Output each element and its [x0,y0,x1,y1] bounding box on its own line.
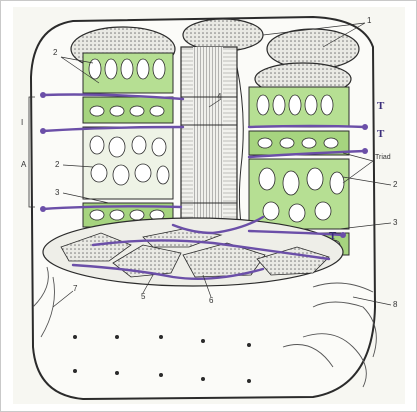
label-3-right: 3 [393,218,398,227]
label-2-top: 2 [53,48,58,57]
label-2-left: 2 [55,160,60,169]
bracket-label-a: A [21,160,27,169]
label-t-lower: T [329,230,337,242]
label-5: 5 [141,292,146,301]
label-t-middle: T [377,128,385,140]
label-2-right: 2 [393,180,398,189]
muscle-fiber-illustration: 1 2 2 2 3 3 4 5 6 7 8 T T T Triad I A [13,7,405,404]
label-t-upper: T [377,100,385,112]
muscle-fiber-diagram: 1 2 2 2 3 3 4 5 6 7 8 T T T Triad I A [13,7,405,404]
label-3-left: 3 [55,188,60,197]
label-6: 6 [209,296,214,305]
label-4: 4 [217,92,222,101]
label-7: 7 [73,284,78,293]
label-triad: Triad [375,154,391,161]
bracket-label-i: I [21,118,23,127]
label-1: 1 [367,16,372,25]
label-8: 8 [393,300,398,309]
central-myofibril [181,47,243,237]
cross-section-disc [43,218,343,286]
